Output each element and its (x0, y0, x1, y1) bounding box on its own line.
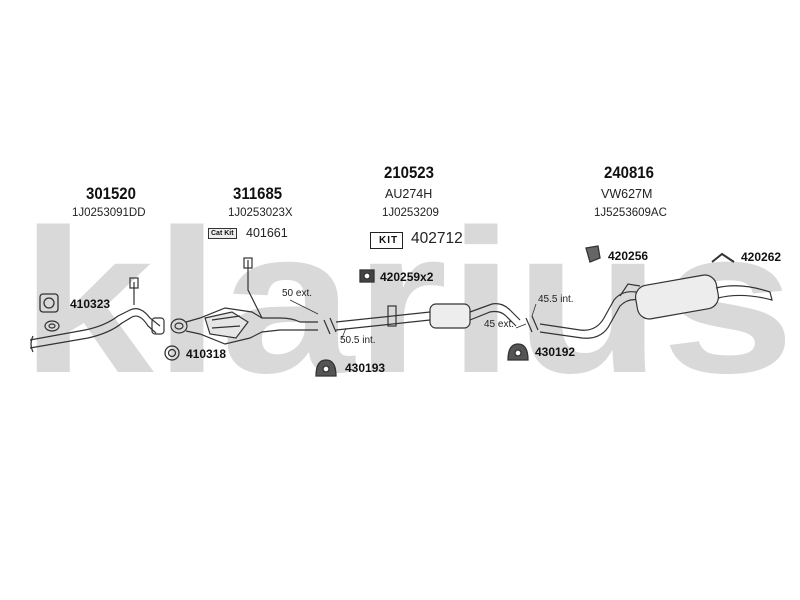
centre-silencer-drawing (323, 303, 539, 335)
cat-kit-badge: Cat Kit (208, 228, 237, 239)
alt-ref-au274h: AU274H (385, 187, 433, 201)
kit-number-402712[interactable]: 402712 (411, 230, 463, 247)
rubber-mount-icon (315, 359, 337, 377)
part-number-301520[interactable]: 301520 (86, 184, 136, 203)
kit-number-401661[interactable]: 401661 (246, 226, 288, 240)
part-number-210523[interactable]: 210523 (384, 163, 434, 182)
oem-ref-4: 1J5253609AC (594, 207, 667, 219)
gasket-icon (39, 293, 59, 313)
dimension-leaders (289, 299, 537, 339)
dimension-45-5-int: 45.5 int. (538, 294, 574, 305)
ring-icon (164, 345, 180, 361)
bracket-icon (585, 245, 601, 263)
part-number-240816[interactable]: 240816 (604, 163, 654, 182)
part-number-311685[interactable]: 311685 (233, 184, 283, 203)
alt-ref-vw627m: VW627M (601, 187, 653, 201)
dimension-45-ext: 45 ext. (484, 319, 515, 330)
rear-silencer-drawing (539, 274, 773, 339)
oem-ref-1: 1J0253091DD (72, 207, 146, 219)
front-pipe-drawing (29, 277, 165, 353)
dimension-50-ext: 50 ext. (282, 288, 313, 299)
hanger-icon (711, 252, 735, 263)
fitting-430193[interactable]: 430193 (345, 361, 386, 375)
fitting-420256[interactable]: 420256 (608, 249, 649, 263)
dimension-50-5-int: 50.5 int. (340, 335, 376, 346)
clamp-icon (359, 269, 375, 283)
fitting-410318[interactable]: 410318 (186, 347, 227, 361)
catalytic-converter-drawing (170, 257, 318, 345)
fitting-410323[interactable]: 410323 (70, 297, 111, 311)
fitting-420259x2[interactable]: 420259x2 (380, 270, 434, 284)
kit-badge: KIT (370, 232, 404, 249)
rubber-mount-icon (507, 343, 529, 361)
fitting-420262[interactable]: 420262 (741, 250, 782, 264)
oem-ref-2: 1J0253023X (228, 207, 293, 219)
oem-ref-3: 1J0253209 (382, 207, 439, 219)
fitting-430192[interactable]: 430192 (535, 345, 576, 359)
